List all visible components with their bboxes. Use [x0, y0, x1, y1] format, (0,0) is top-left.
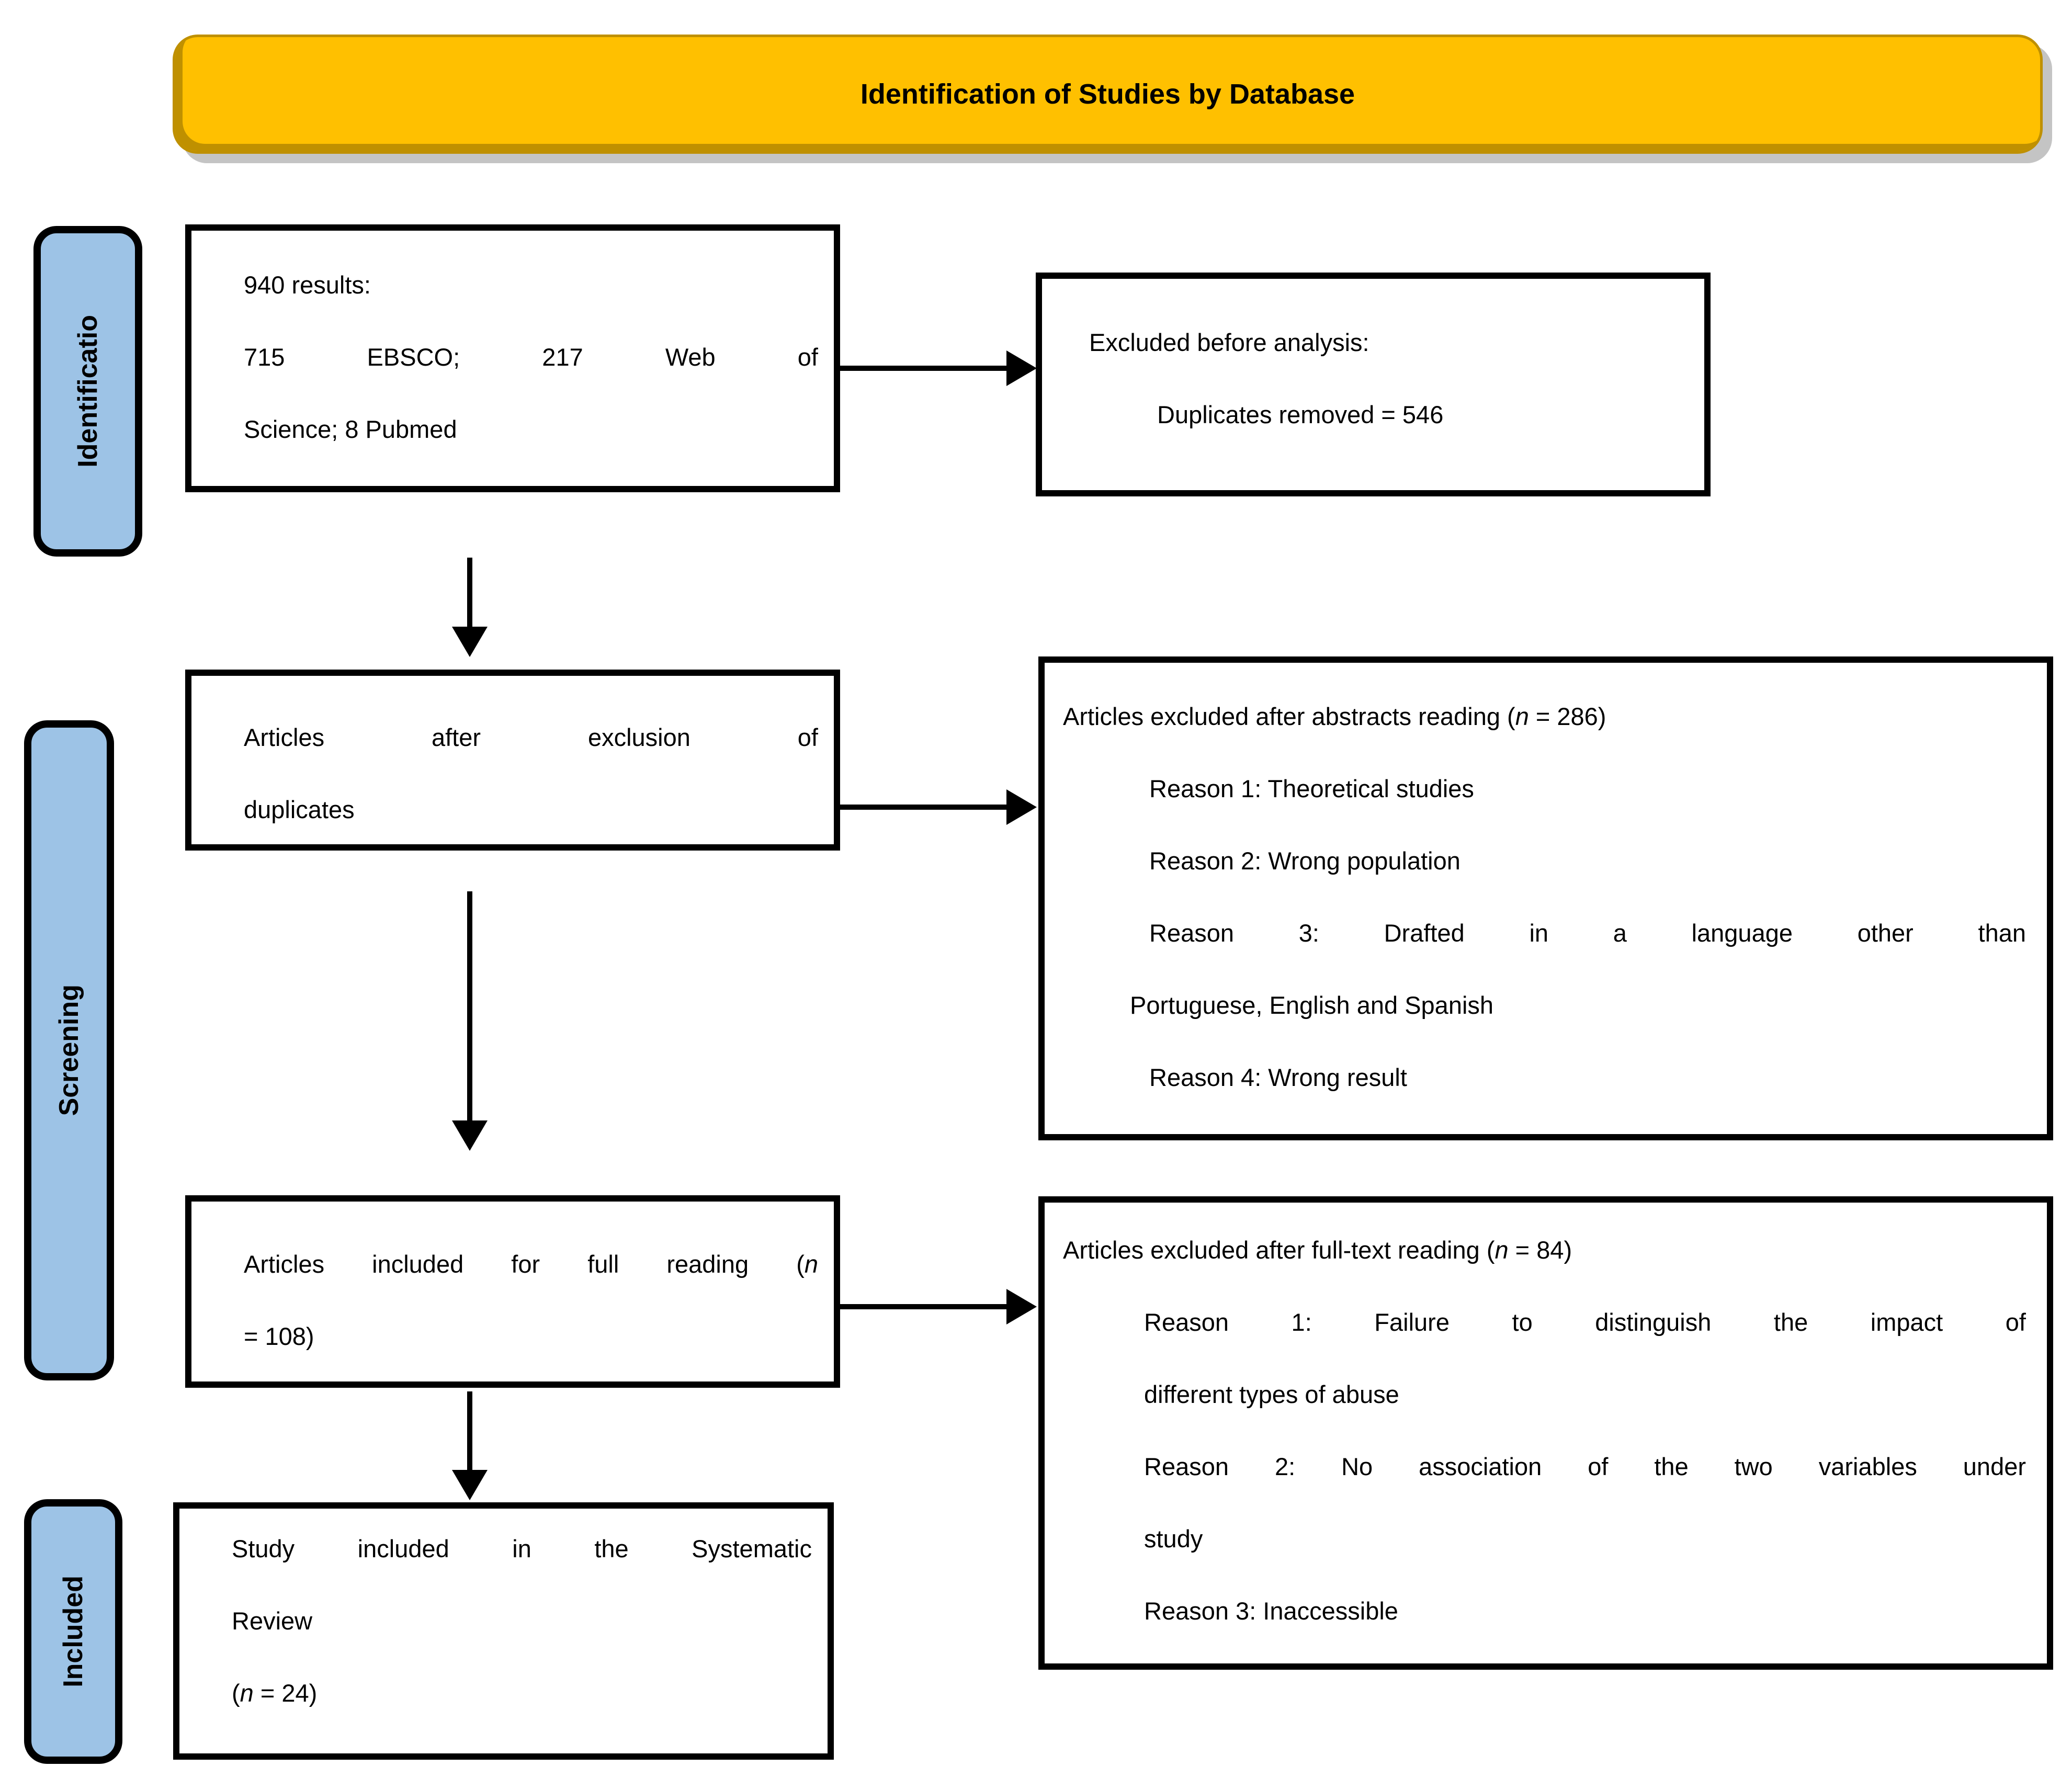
arrowhead-right-icon	[1006, 350, 1037, 386]
arrow-line	[840, 805, 1009, 810]
excluded-abstracts-line-1: Articles excluded after abstracts readin…	[1063, 681, 2026, 753]
excluded-fulltext-line-1-pre: Articles excluded after full-text readin…	[1063, 1236, 1495, 1264]
included-review-line-1: Study included in the Systematic	[232, 1535, 812, 1562]
included-review-n-symbol: n	[240, 1679, 254, 1707]
arrow-line	[840, 1304, 1009, 1309]
included-review-line-3-post: = 24)	[253, 1679, 318, 1707]
after-duplicates-line-2: duplicates	[244, 796, 355, 823]
stage-label-included: Included	[24, 1499, 122, 1764]
after-duplicates-line-1: Articles after exclusion of	[244, 723, 818, 751]
box-excluded-before-analysis: Excluded before analysis: Duplicates rem…	[1036, 273, 1711, 496]
excluded-abstracts-n-symbol: n	[1515, 703, 1529, 730]
excluded-fulltext-line-1: Articles excluded after full-text readin…	[1063, 1214, 2026, 1286]
box-excluded-fulltext: Articles excluded after full-text readin…	[1038, 1196, 2053, 1670]
box-excluded-abstracts: Articles excluded after abstracts readin…	[1038, 656, 2053, 1140]
stage-label-screening: Screening	[24, 720, 114, 1380]
box-included-review: Study included in the Systematic Review …	[173, 1502, 834, 1760]
full-reading-line-1-pre: Articles included for full reading (	[244, 1250, 805, 1278]
excluded-fulltext-reason-3: Reason 3: Inaccessible	[1144, 1597, 1398, 1625]
arrow-line	[467, 1391, 472, 1472]
excluded-abstracts-reason-2: Reason 2: Wrong population	[1149, 847, 1460, 875]
excluded-fulltext-reason-2: Reason 2: No association of the two vari…	[1144, 1453, 2026, 1480]
excluded-fulltext-reason-1-cont: different types of abuse	[1144, 1380, 1399, 1408]
arrowhead-down-icon	[452, 627, 488, 657]
diagram-title: Identification of Studies by Database	[860, 78, 1355, 110]
stage-label-screening-text: Screening	[54, 984, 84, 1116]
excluded-abstracts-reason-3: Reason 3: Drafted in a language other th…	[1149, 919, 2026, 947]
arrow-line	[840, 366, 1009, 371]
excluded-fulltext-n-symbol: n	[1494, 1236, 1509, 1264]
full-reading-n-symbol: n	[804, 1250, 818, 1278]
results-line-2: 715 EBSCO; 217 Web of	[244, 343, 818, 371]
arrow-line	[467, 891, 472, 1122]
excluded-before-line-2: Duplicates removed = 546	[1157, 401, 1444, 428]
stage-label-included-text: Included	[58, 1576, 88, 1688]
arrowhead-down-icon	[452, 1470, 488, 1500]
excluded-abstracts-line-1-post: = 286)	[1528, 703, 1606, 730]
stage-label-identification: Identificatio	[33, 226, 142, 557]
box-full-reading: Articles included for full reading (n = …	[185, 1195, 840, 1388]
included-review-line-3: (n = 24)	[232, 1657, 812, 1729]
excluded-fulltext-reason-2-cont: study	[1144, 1525, 1203, 1553]
included-review-line-3-pre: (	[232, 1679, 240, 1707]
stage-label-identification-text: Identificatio	[73, 315, 103, 468]
arrowhead-right-icon	[1006, 1289, 1037, 1324]
title-banner: Identification of Studies by Database	[173, 35, 2043, 154]
excluded-abstracts-line-1-pre: Articles excluded after abstracts readin…	[1063, 703, 1515, 730]
box-results: 940 results: 715 EBSCO; 217 Web of Scien…	[185, 224, 840, 492]
full-reading-line-2: = 108)	[244, 1322, 314, 1350]
included-review-line-2: Review	[232, 1607, 313, 1635]
excluded-before-line-1: Excluded before analysis:	[1089, 329, 1369, 356]
excluded-fulltext-reason-1: Reason 1: Failure to distinguish the imp…	[1144, 1308, 2026, 1336]
results-line-3: Science; 8 Pubmed	[244, 415, 457, 443]
excluded-abstracts-reason-4: Reason 4: Wrong result	[1149, 1063, 1407, 1091]
excluded-fulltext-line-1-post: = 84)	[1508, 1236, 1572, 1264]
arrow-line	[467, 558, 472, 629]
box-after-duplicates: Articles after exclusion of duplicates	[185, 670, 840, 851]
excluded-abstracts-reason-3-cont: Portuguese, English and Spanish	[1130, 991, 1494, 1019]
full-reading-line-1: Articles included for full reading (n	[244, 1228, 818, 1300]
arrowhead-down-icon	[452, 1120, 488, 1151]
arrowhead-right-icon	[1006, 789, 1037, 825]
results-line-1: 940 results:	[244, 271, 371, 299]
excluded-abstracts-reason-1: Reason 1: Theoretical studies	[1149, 775, 1474, 802]
